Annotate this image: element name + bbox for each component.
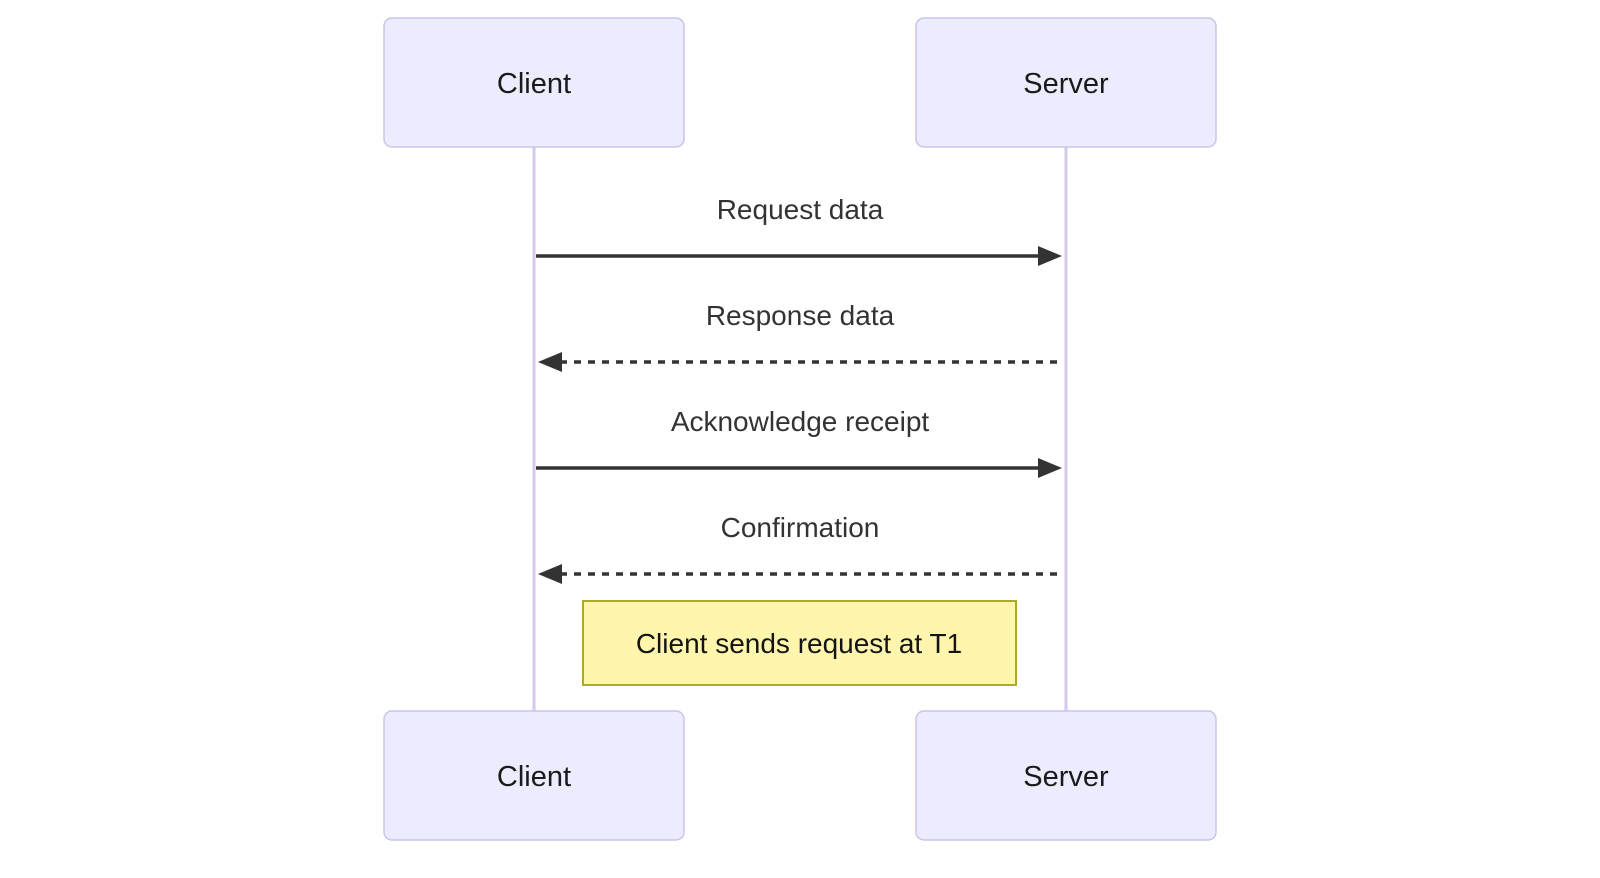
actor-top-client: Client [383, 17, 685, 148]
actor-box [383, 710, 685, 841]
actor-box [383, 17, 685, 148]
arrowhead-left-icon [538, 352, 562, 372]
actor-bottom-server: Server [915, 710, 1217, 841]
message-request-data: Request data [536, 194, 1062, 266]
actor-label-client: Client [497, 68, 571, 100]
note: Client sends request at T1 [582, 600, 1017, 686]
arrowhead-right-icon [1038, 246, 1062, 266]
note-label: Client sends request at T1 [636, 628, 962, 659]
arrowhead-right-icon [1038, 458, 1062, 478]
message-acknowledge-receipt: Acknowledge receipt [536, 406, 1062, 478]
message-confirmation: Confirmation [538, 512, 1064, 584]
actor-box [915, 710, 1217, 841]
message-label: Response data [706, 300, 895, 331]
actor-label-server: Server [1023, 761, 1109, 793]
actor-box [915, 17, 1217, 148]
message-response-data: Response data [538, 300, 1064, 372]
message-label: Confirmation [721, 512, 880, 543]
message-label: Request data [717, 194, 884, 225]
actor-label-client: Client [497, 761, 571, 793]
arrowhead-left-icon [538, 564, 562, 584]
actor-bottom-client: Client [383, 710, 685, 841]
note-box [582, 600, 1017, 686]
actor-top-server: Server [915, 17, 1217, 148]
message-label: Acknowledge receipt [671, 406, 930, 437]
actor-label-server: Server [1023, 68, 1109, 100]
